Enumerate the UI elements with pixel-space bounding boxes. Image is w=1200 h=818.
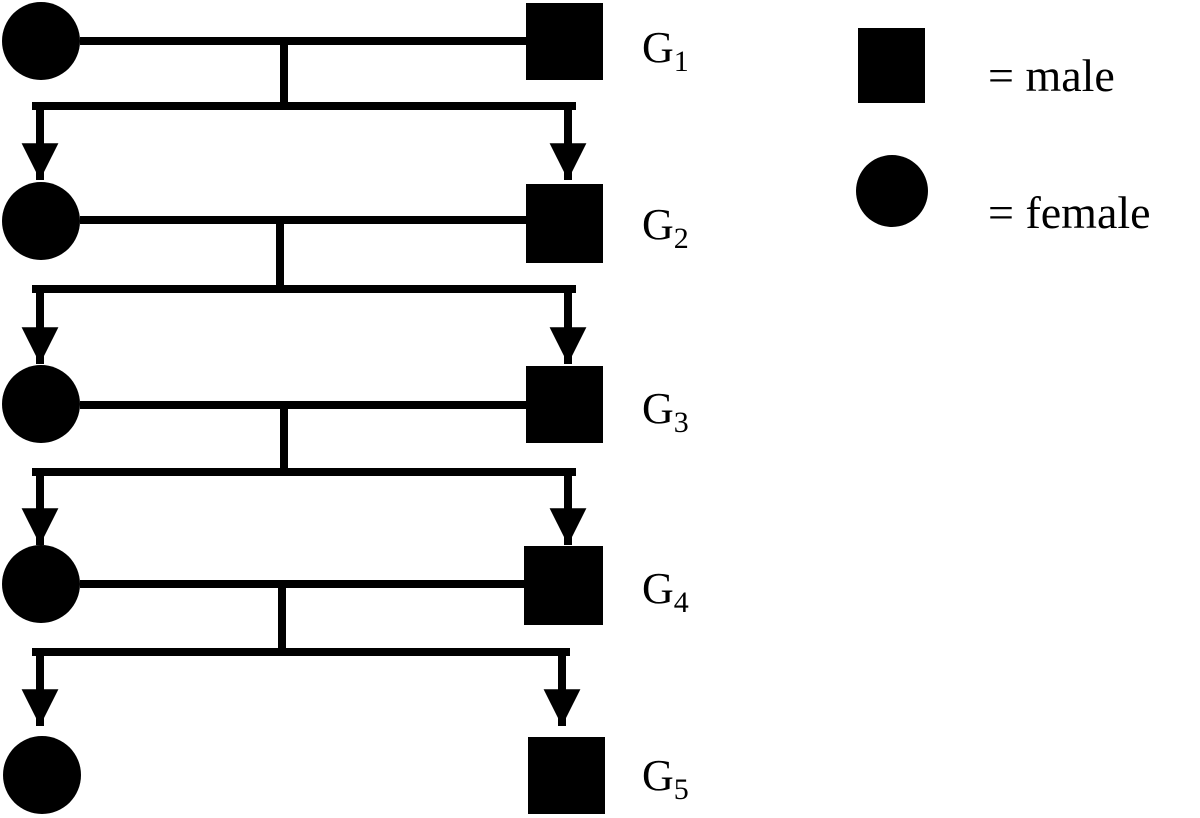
female-symbol-g3 xyxy=(2,365,80,443)
generation-index: 3 xyxy=(673,406,689,439)
generation-letter: G xyxy=(642,751,674,800)
female-symbol-g2 xyxy=(2,182,80,260)
female-symbol-g5 xyxy=(3,736,81,814)
male-symbol-g2 xyxy=(526,184,603,263)
legend-male-label: = male xyxy=(988,50,1115,101)
generation-letter: G xyxy=(642,384,674,433)
male-symbol-g5 xyxy=(528,737,605,814)
male-symbol-g4 xyxy=(524,546,603,625)
male-symbol-g3 xyxy=(526,366,603,443)
legend-female-label: = female xyxy=(988,187,1151,238)
generation-index: 2 xyxy=(673,222,689,255)
female-symbol-g1 xyxy=(2,2,80,80)
legend-female-symbol xyxy=(856,155,928,227)
generation-letter: G xyxy=(642,23,674,72)
generation-label-g2: G2 xyxy=(642,200,689,254)
generation-label-g5: G5 xyxy=(642,751,689,805)
generation-letter: G xyxy=(642,564,674,613)
legend-male-symbol xyxy=(858,28,925,103)
generation-label-g3: G3 xyxy=(642,384,689,438)
generation-index: 1 xyxy=(673,45,689,78)
generation-label-g4: G4 xyxy=(642,564,689,618)
male-symbol-g1 xyxy=(526,3,603,80)
generation-label-g1: G1 xyxy=(642,23,689,77)
generation-letter: G xyxy=(642,200,674,249)
female-symbol-g4 xyxy=(2,545,80,623)
generation-index: 5 xyxy=(673,773,689,806)
generation-index: 4 xyxy=(673,586,689,619)
